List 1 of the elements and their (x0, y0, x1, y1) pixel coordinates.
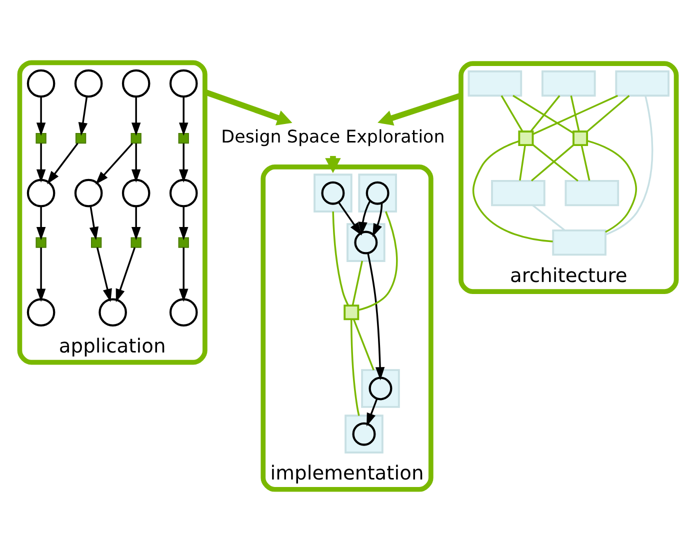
node-text: Design Space Exploration (221, 128, 445, 148)
